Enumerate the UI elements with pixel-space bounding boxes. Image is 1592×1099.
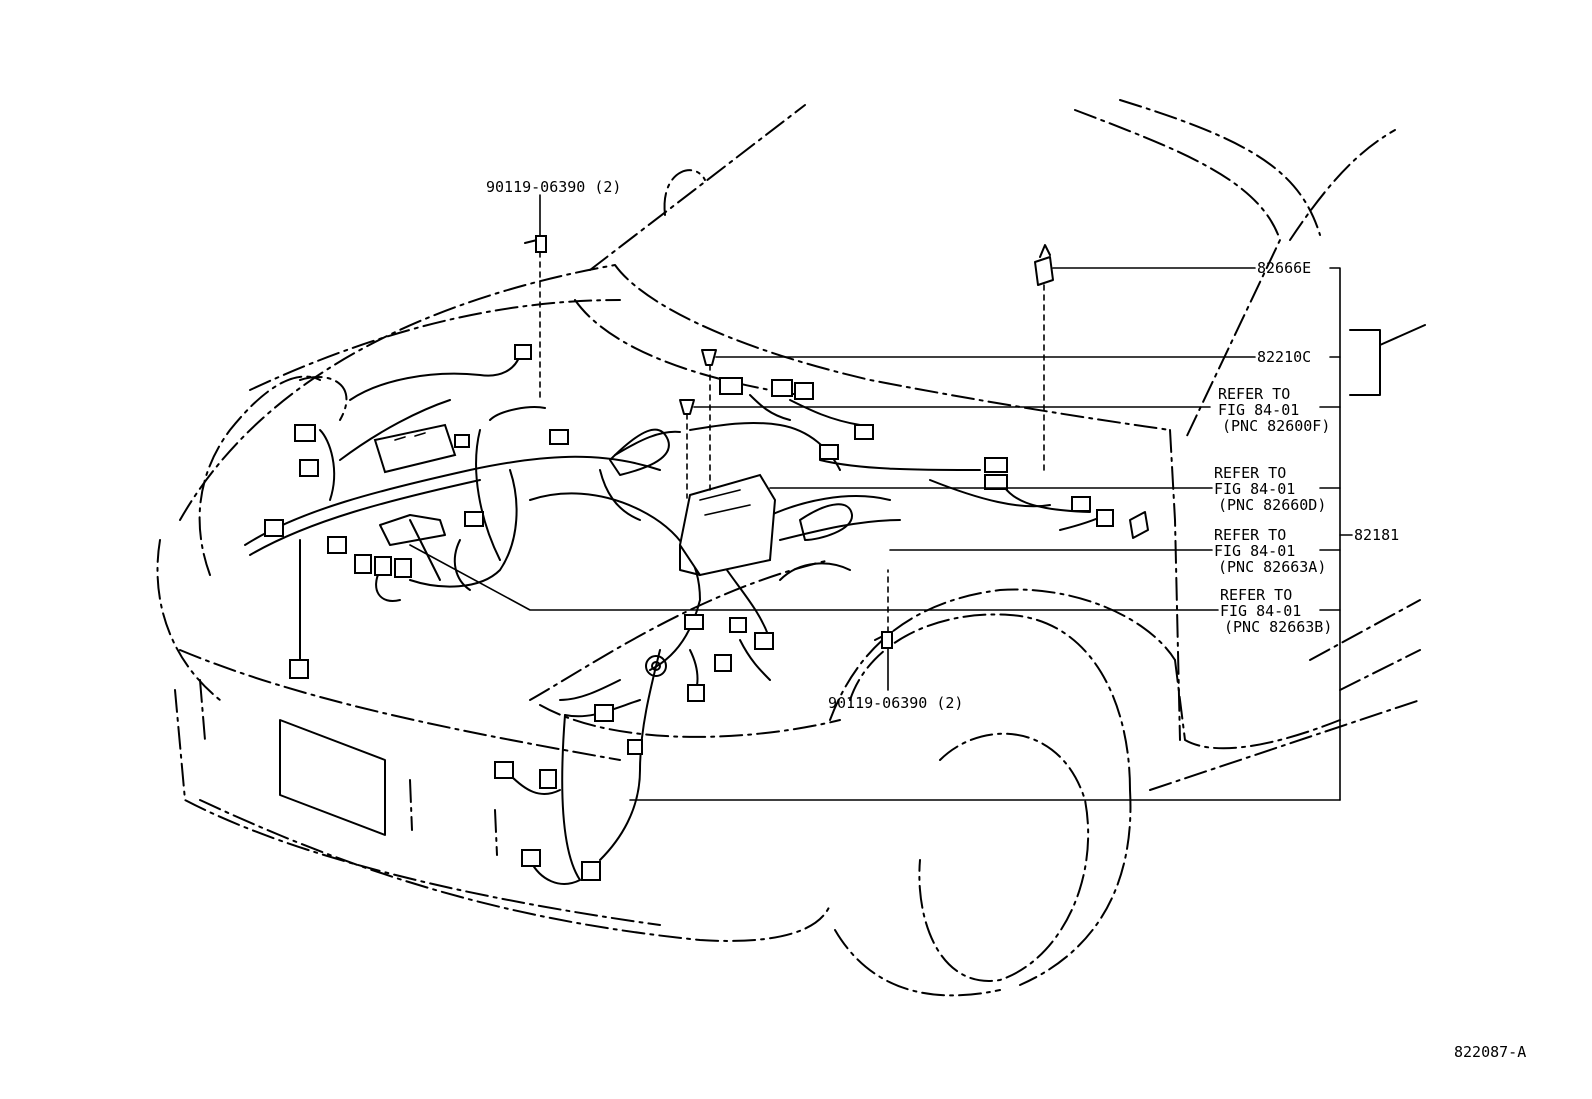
pnc-line: (PNC 82663A) xyxy=(1218,558,1327,576)
bolt-top-callout: 90119-06390 (2) xyxy=(486,178,622,196)
part-82210c-callout: 82210C xyxy=(1257,348,1312,366)
fig-line: FIG 84-01 xyxy=(1214,542,1296,560)
connector xyxy=(294,424,316,442)
refer-line: REFER TO xyxy=(1214,464,1287,482)
bolt-bottom-callout: 90119-06390 (2) xyxy=(828,694,964,712)
pnc-line: (PNC 82660D) xyxy=(1218,496,1327,514)
components xyxy=(264,235,1114,881)
bolt-top-icon xyxy=(524,235,547,253)
fig-line: FIG 84-01 xyxy=(1214,480,1296,498)
part-82181-callout: 82181 xyxy=(1354,526,1400,544)
fig-line: FIG 84-01 xyxy=(1220,602,1302,620)
vehicle-body-outline xyxy=(156,99,1426,997)
part-82666e-callout: 82666E xyxy=(1257,259,1312,277)
diagram-id: 822087-A xyxy=(1454,1043,1527,1061)
pnc-line: (PNC 82600F) xyxy=(1222,417,1331,435)
engine-room-wire-harness xyxy=(244,354,1106,885)
pnc-line: (PNC 82663B) xyxy=(1224,618,1333,636)
refer-line: REFER TO xyxy=(1220,586,1293,604)
refer-line: REFER TO xyxy=(1218,385,1291,403)
leader-lines xyxy=(409,194,1353,801)
bolt-bottom-icon xyxy=(874,631,893,649)
fig-line: FIG 84-01 xyxy=(1218,401,1300,419)
refer-line: REFER TO xyxy=(1214,526,1287,544)
